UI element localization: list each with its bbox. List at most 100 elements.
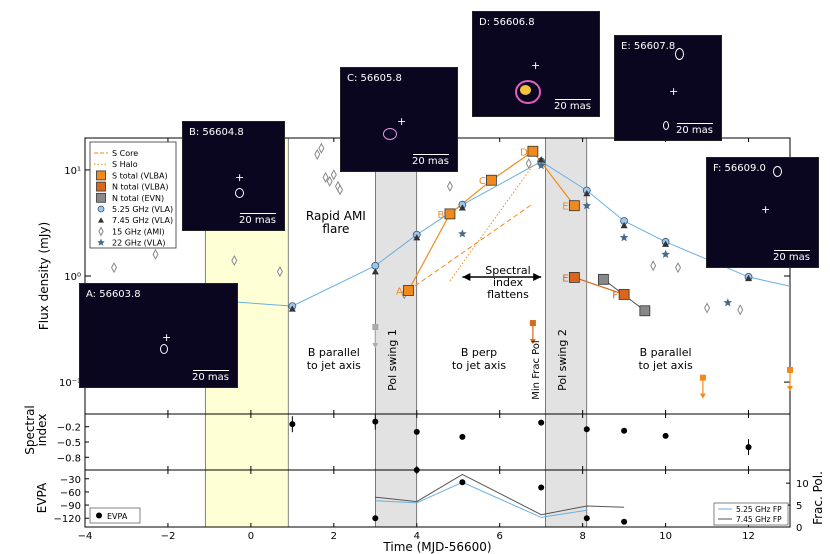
x-tick-label: 6 <box>497 531 503 542</box>
scale-bar: 20 mas <box>676 123 713 136</box>
upper-limit-arrowhead <box>699 393 706 399</box>
shaded-region <box>374 137 418 528</box>
data-point <box>662 432 669 439</box>
scale-bar: 20 mas <box>192 370 229 383</box>
legend-label: S Halo <box>112 160 138 169</box>
data-point <box>413 234 421 241</box>
legend-label: 5.25 GHz FP <box>736 505 782 514</box>
x-tick-label: 8 <box>579 531 585 542</box>
x-tick-label: 4 <box>414 531 420 542</box>
data-point <box>372 515 379 522</box>
arrowhead-left <box>462 273 471 281</box>
upper-limit-arrowhead <box>787 385 793 391</box>
inset-a: A: 56603.8 + 20 mas <box>79 283 238 388</box>
inset-label: E: 56607.8 <box>621 41 676 52</box>
legend-label: 7.45 GHz FP <box>736 515 782 524</box>
data-point <box>444 208 456 220</box>
x-tick-label: 10 <box>659 531 672 542</box>
point-label: D <box>520 147 528 158</box>
inset-label: A: 56603.8 <box>86 289 141 300</box>
series-line-fp-7ghz <box>375 473 625 516</box>
scale-bar: 20 mas <box>773 250 810 263</box>
x-axis-label: Time (MJD-56600) <box>382 540 491 554</box>
data-point <box>745 274 753 282</box>
data-point <box>314 148 321 160</box>
y-tick-label: 10¹ <box>64 166 81 177</box>
data-point <box>723 298 733 307</box>
data-point <box>403 285 414 296</box>
legend-label: 5.25 GHz (VLA) <box>112 205 173 214</box>
scale-bar: 20 mas <box>239 213 276 226</box>
x-tick-label: −2 <box>161 531 176 542</box>
scale-bar: 20 mas <box>412 154 449 167</box>
data-point <box>413 467 420 473</box>
data-point <box>583 189 591 197</box>
x-tick-label: 2 <box>331 531 337 542</box>
legend-marker <box>98 226 104 237</box>
data-point <box>458 204 466 211</box>
data-point <box>661 249 670 258</box>
data-point <box>583 515 590 522</box>
data-point <box>538 419 545 426</box>
inset-b: B: 56604.8 + 20 mas <box>182 121 285 231</box>
inset-c: C: 56605.8 + 20 mas <box>340 67 458 172</box>
data-point <box>111 262 118 274</box>
point-label: B <box>438 210 445 221</box>
arrowhead-right <box>533 273 542 281</box>
data-point <box>536 161 546 170</box>
y-tick-label: 10⁻¹ <box>59 378 81 389</box>
legend-marker <box>98 217 104 223</box>
data-point <box>582 201 592 210</box>
y-tick-label: −120 <box>54 514 81 525</box>
data-point <box>675 262 682 274</box>
data-point <box>620 221 628 229</box>
legend-label: S total (VLBA) <box>112 171 168 180</box>
panel-frame <box>84 469 791 528</box>
legend-label: S Core <box>112 149 138 158</box>
data-point <box>459 433 466 440</box>
data-point <box>597 273 609 285</box>
data-point <box>639 305 651 317</box>
y-tick-label: −0.8 <box>57 453 81 464</box>
legend-marker <box>97 205 105 213</box>
data-point <box>737 304 744 316</box>
inset-label: C: 56605.8 <box>347 73 402 84</box>
point-label: E <box>562 273 568 284</box>
data-point <box>413 428 420 435</box>
data-point <box>371 268 379 275</box>
x-tick-label: 0 <box>248 531 254 542</box>
y-tick-label: 10⁰ <box>64 272 81 283</box>
legend-marker <box>96 512 102 519</box>
data-point <box>538 484 545 491</box>
data-point <box>459 479 466 486</box>
y2-tick-label: 10 <box>796 479 809 490</box>
series-line-n-total <box>574 276 625 295</box>
upper-limit-arrowhead <box>372 343 379 349</box>
data-point <box>621 518 628 525</box>
data-point <box>486 174 497 186</box>
data-point <box>568 272 580 283</box>
y-axis-label: Flux density (mJy) <box>37 222 51 330</box>
region-label: Pol swing 2 <box>556 329 569 391</box>
data-point <box>650 260 657 272</box>
x-tick-label: −4 <box>78 531 93 542</box>
data-point <box>326 175 333 187</box>
data-point <box>618 289 630 300</box>
data-point <box>276 266 283 278</box>
y-tick-label: −0.5 <box>57 438 81 449</box>
y2-tick-label: 5 <box>796 501 802 512</box>
legend-label: EVPA <box>107 512 128 521</box>
data-point <box>318 142 325 154</box>
y2-axis-label: Frac. Pol. <box>811 471 825 525</box>
data-point <box>583 426 590 433</box>
x-tick-label: 12 <box>742 531 755 542</box>
upper-limit-arrowhead <box>529 339 536 345</box>
legend-label: 22 GHz (VLA) <box>112 239 166 248</box>
legend-marker <box>97 238 105 246</box>
series-line-s-halo <box>449 165 534 282</box>
point-label: E <box>562 202 568 213</box>
